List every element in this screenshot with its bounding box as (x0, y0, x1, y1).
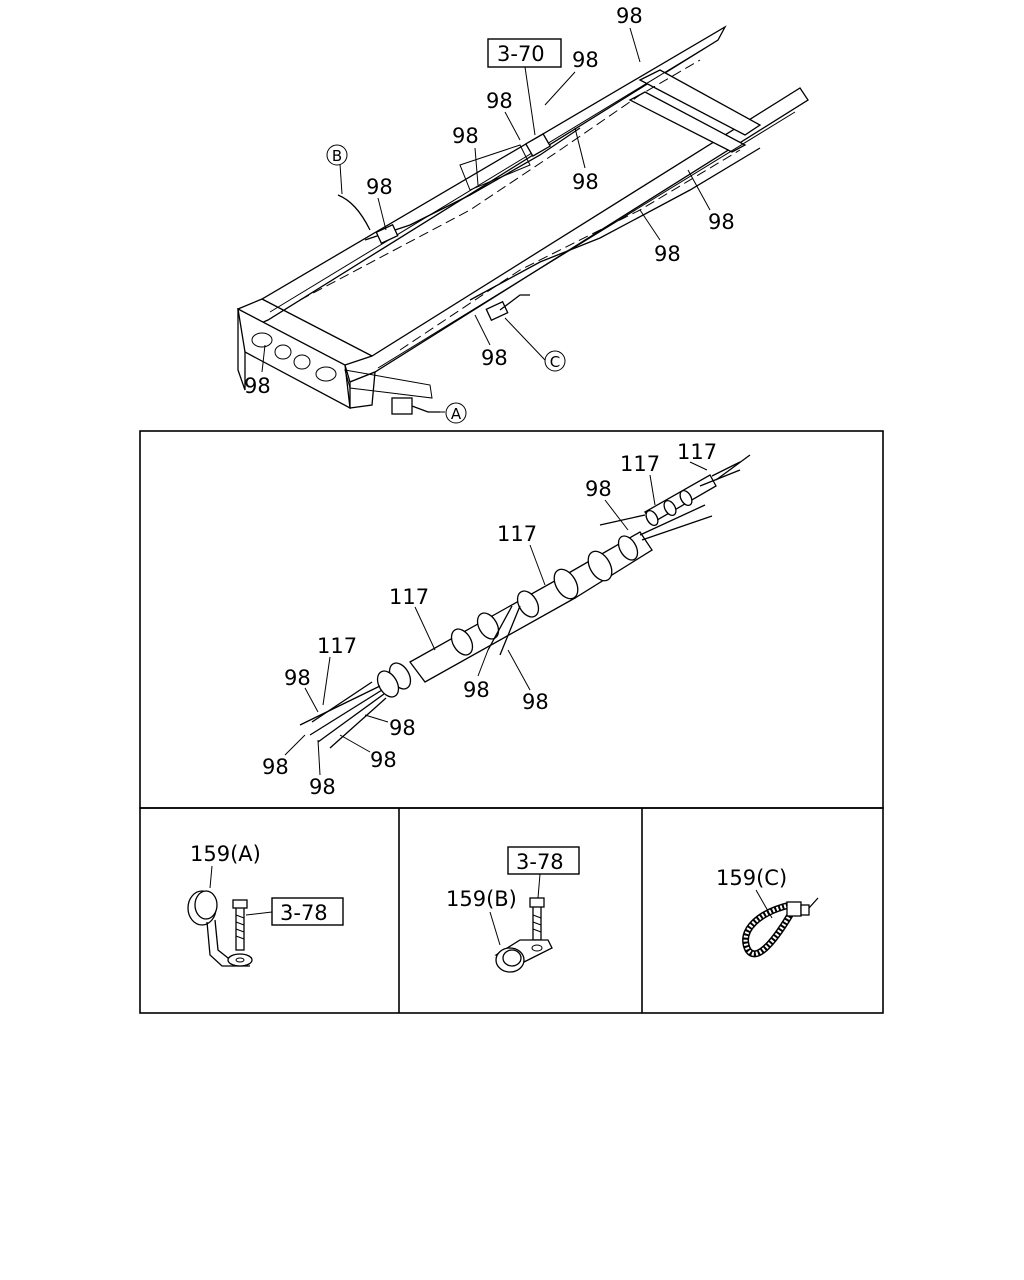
clip-a-label: 159(A) (190, 842, 261, 866)
clip-b-label: 159(B) (446, 887, 517, 911)
callout-98: 98 (452, 124, 479, 148)
callout-117: 117 (317, 634, 357, 658)
frame-hole (274, 344, 292, 360)
clip-a-ref: 3-78 (280, 901, 328, 925)
marker-b: B (332, 147, 342, 165)
marker-b-circle (326, 144, 348, 166)
callout-117: 117 (497, 522, 537, 546)
frame-hole (293, 354, 311, 370)
callout-98: 98 (572, 48, 599, 72)
ref-box-3-78 (507, 846, 580, 875)
callout-98: 98 (389, 716, 416, 740)
clip-a-illustration (187, 890, 253, 967)
callout-98: 98 (370, 748, 397, 772)
frame-hole (315, 366, 337, 382)
clip-b-ref: 3-78 (516, 850, 564, 874)
marker-a-circle (445, 402, 467, 424)
callout-98: 98 (486, 89, 513, 113)
callout-117: 117 (677, 440, 717, 464)
harness-leader-lines (284, 461, 708, 776)
callout-117: 117 (620, 452, 660, 476)
marker-c-circle (544, 350, 566, 372)
callout-98: 98 (366, 175, 393, 199)
marker-c: C (550, 353, 560, 371)
callout-98: 98 (463, 678, 490, 702)
callout-98: 98 (572, 170, 599, 194)
clip-panels-frame (139, 807, 884, 1014)
callout-98: 98 (585, 477, 612, 501)
ref-box-3-70 (487, 38, 562, 68)
callout-98: 98 (654, 242, 681, 266)
callout-98: 98 (481, 346, 508, 370)
chassis-frame-illustration (237, 25, 809, 415)
marker-a: A (451, 405, 462, 423)
callout-98: 98 (244, 374, 271, 398)
ref-box-label: 3-70 (497, 42, 545, 66)
callout-98: 98 (262, 755, 289, 779)
clip-c-illustration (742, 897, 819, 958)
callout-98: 98 (522, 690, 549, 714)
callout-98: 98 (284, 666, 311, 690)
callout-98: 98 (708, 210, 735, 234)
ref-box-3-78 (271, 897, 344, 926)
wire-harness-illustration (299, 454, 751, 749)
callout-98: 98 (616, 4, 643, 28)
callout-98: 98 (309, 775, 336, 799)
clip-c-label: 159(C) (716, 866, 787, 890)
callout-117: 117 (389, 585, 429, 609)
clip-b-illustration (494, 897, 553, 973)
frame-hole (251, 332, 273, 348)
top-leader-lines (261, 27, 711, 413)
